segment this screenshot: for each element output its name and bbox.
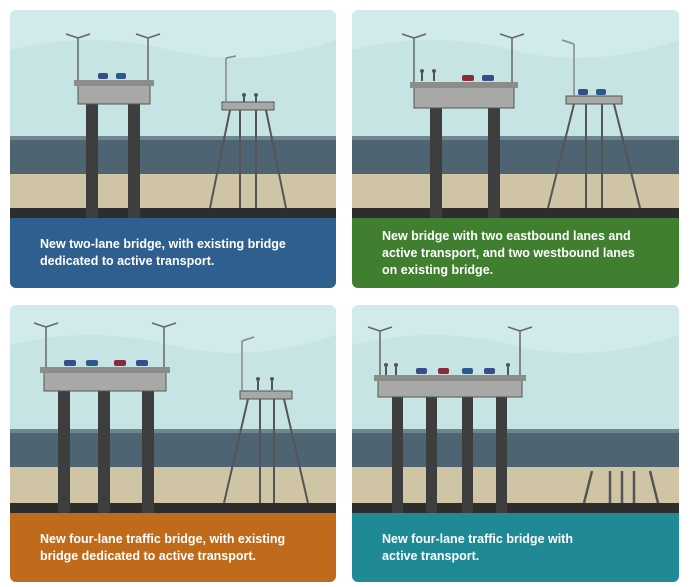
cyclist-icon [254, 93, 258, 102]
removed-bridge-stubs [582, 470, 660, 504]
new-bridge [401, 33, 525, 218]
existing-bridge [547, 39, 641, 209]
panel-option-3: New four-lane traffic bridge, with exist… [10, 305, 336, 582]
car-icon [416, 368, 427, 374]
caption-option-1: New two-lane bridge, with existing bridg… [10, 218, 336, 288]
caption-option-3: New four-lane traffic bridge, with exist… [10, 513, 336, 582]
caption-option-2: New bridge with two eastbound lanes and … [352, 218, 679, 288]
new-bridge [65, 33, 161, 218]
pedestrian-icon [432, 69, 436, 81]
illustration-option-4 [352, 305, 679, 513]
car-icon [578, 89, 588, 95]
pedestrian-icon [256, 377, 260, 390]
car-icon [98, 73, 108, 79]
car-icon [462, 75, 474, 81]
car-icon [86, 360, 98, 366]
pedestrian-icon [384, 363, 388, 375]
existing-bridge [223, 336, 309, 504]
illustration-option-2 [352, 10, 679, 218]
panel-option-2: New bridge with two eastbound lanes and … [352, 10, 679, 288]
car-icon [482, 75, 494, 81]
new-bridge [367, 326, 533, 513]
new-bridge [33, 322, 177, 513]
sand [10, 174, 336, 208]
caption-option-4: New four-lane traffic bridge with active… [352, 513, 679, 582]
pedestrian-icon [420, 69, 424, 81]
pedestrian-icon [394, 363, 398, 375]
illustration-option-1 [10, 10, 336, 218]
illustration-option-3 [10, 305, 336, 513]
panel-option-1: New two-lane bridge, with existing bridg… [10, 10, 336, 288]
car-icon [114, 360, 126, 366]
car-icon [438, 368, 449, 374]
car-icon [136, 360, 148, 366]
water [10, 136, 336, 174]
car-icon [116, 73, 126, 79]
panel-option-4: New four-lane traffic bridge with active… [352, 305, 679, 582]
cyclist-icon [270, 377, 274, 390]
ground [10, 208, 336, 218]
car-icon [596, 89, 606, 95]
car-icon [484, 368, 495, 374]
pedestrian-icon [242, 93, 246, 102]
car-icon [64, 360, 76, 366]
car-icon [462, 368, 473, 374]
existing-bridge [209, 55, 287, 209]
pedestrian-icon [506, 363, 510, 375]
